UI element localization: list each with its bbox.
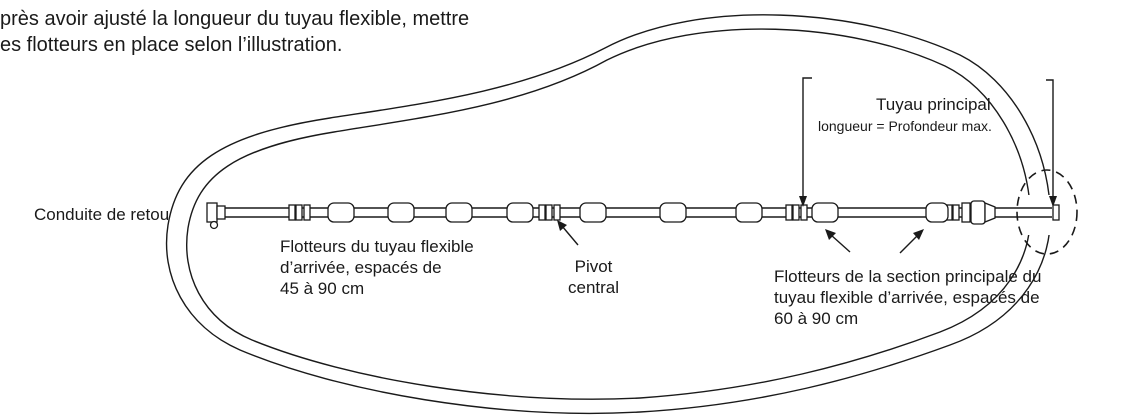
float-arrow-1	[830, 234, 851, 253]
pool-outline-outer	[165, 14, 1052, 415]
instruction-text: près avoir ajusté la longueur du tuyau f…	[0, 6, 469, 58]
inlet-floats-line-3: 45 à 90 cm	[280, 279, 365, 298]
pivot-arrow	[561, 225, 579, 246]
main-hose-arrowhead-right	[1049, 196, 1057, 207]
main-hose-title: Tuyau principal	[876, 95, 991, 114]
inlet-fitting	[961, 200, 996, 225]
instruction-line-1: près avoir ajusté la longueur du tuyau f…	[0, 8, 470, 30]
pool-outline-inner	[186, 28, 1032, 400]
main-section-floats-line-3: 60 à 90 cm	[774, 309, 859, 328]
inlet-floats-label: Flotteurs du tuyau flexible d’arrivée, e…	[280, 236, 474, 299]
inlet-highlight-circle	[1016, 169, 1078, 255]
return-line-label: Conduite de retou	[34, 205, 170, 224]
pivot-line-2: central	[568, 278, 620, 297]
hose-couplers	[288, 204, 1060, 221]
main-hose-bracket-right	[1046, 79, 1054, 204]
main-hose-arrowhead-left	[799, 196, 807, 207]
main-section-floats-line-1: Flotteurs de la section principale du	[774, 267, 1042, 286]
main-section-floats-line-2: tuyau flexible d’arrivée, espacés de	[774, 288, 1040, 307]
return-fitting	[206, 202, 218, 223]
main-section-floats-label: Flotteurs de la section principale du tu…	[774, 266, 1041, 329]
main-hose-length-label: longueur = Profondeur max.	[818, 118, 992, 134]
inlet-floats-line-1: Flotteurs du tuyau flexible	[280, 237, 474, 256]
pivot-label: Pivot central	[568, 256, 619, 298]
instruction-line-2: es flotteurs en place selon l’illustrati…	[0, 34, 343, 56]
inlet-floats-line-2: d’arrivée, espacés de	[280, 258, 442, 277]
return-fitting-cap	[216, 205, 226, 220]
return-fitting-bolt	[209, 220, 219, 230]
float-arrow-2	[899, 234, 919, 254]
pivot-line-1: Pivot	[574, 257, 613, 276]
main-hose-bracket-left	[802, 77, 812, 204]
hose-floats	[327, 202, 949, 223]
